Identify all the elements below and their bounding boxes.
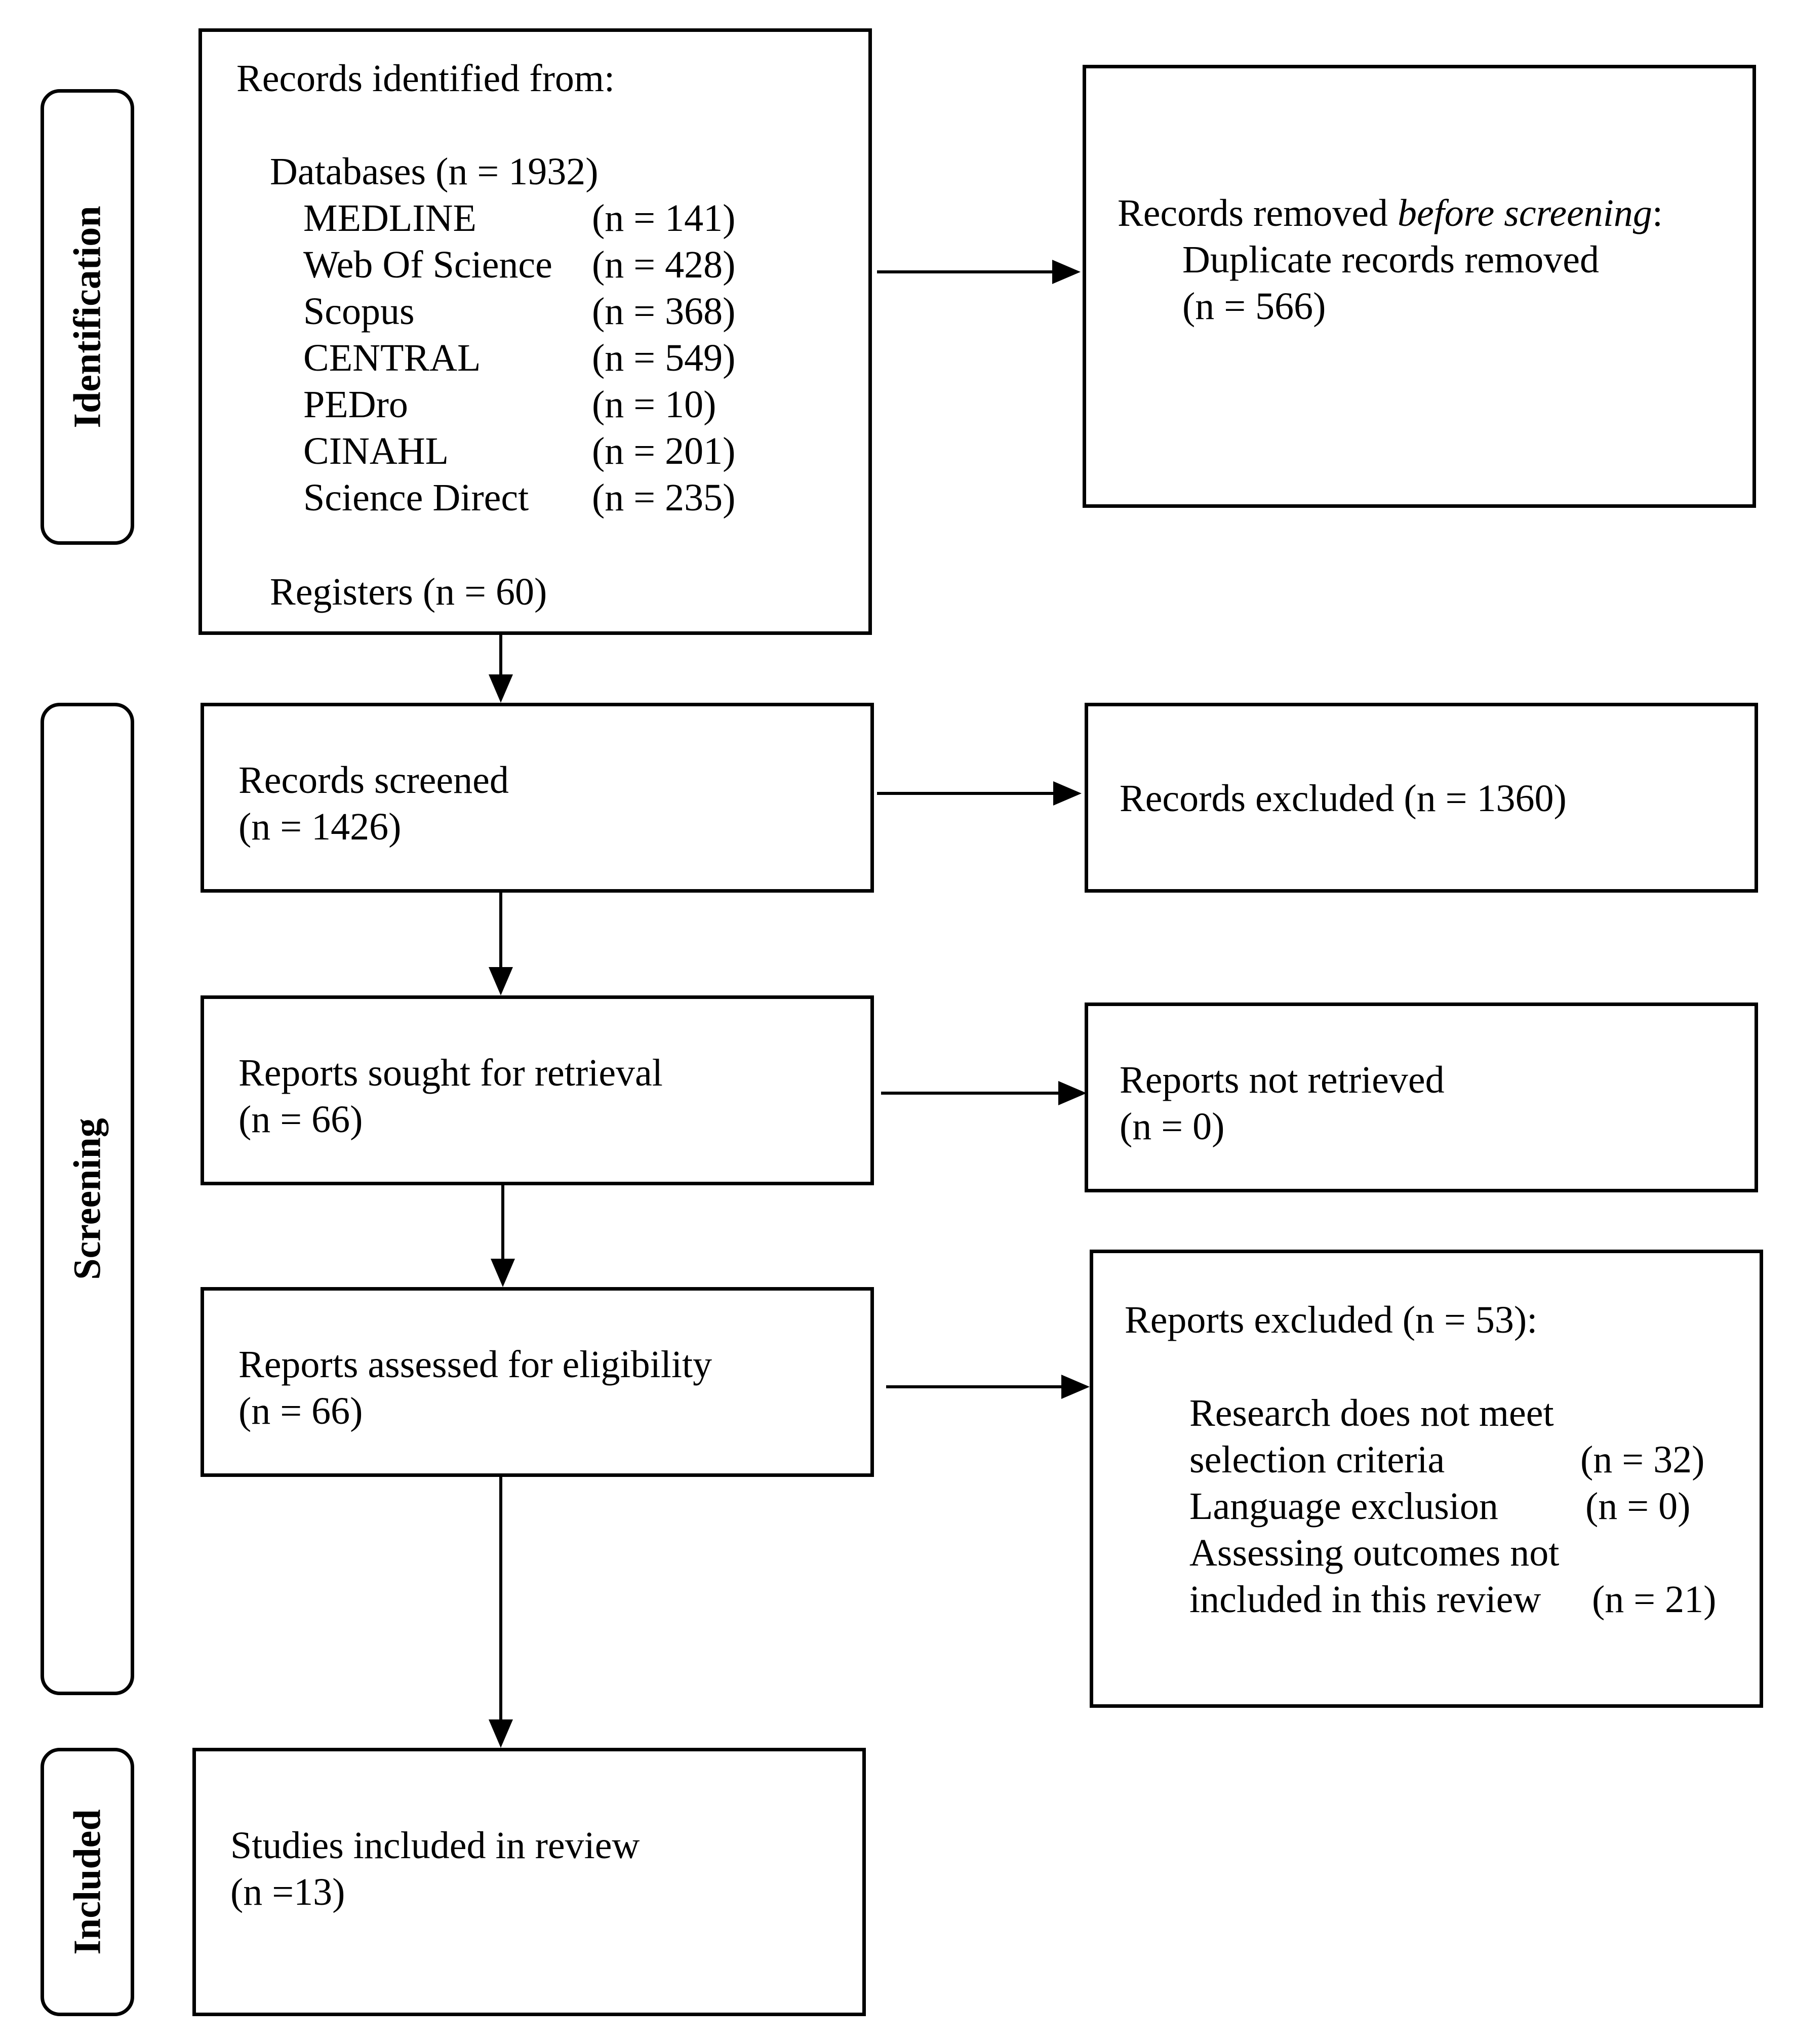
source-count: (n = 368) [592,290,736,333]
connector-line [877,270,1052,273]
studies-included-label: Studies included in review [230,1824,640,1867]
connector-line [499,1477,502,1719]
connector-line [886,1385,1061,1388]
reports-sought-count: (n = 66) [238,1098,363,1141]
arrowhead-down [491,1259,515,1287]
phase-included-label: Included [66,1809,108,1955]
phase-screening: Screening [41,703,134,1695]
arrowhead-right [1061,1375,1090,1399]
records-screened-label: Records screened [238,759,509,801]
arrowhead-down [489,967,513,995]
phase-identification-label: Identification [66,206,108,428]
reports-assessed-count: (n = 66) [238,1390,363,1432]
source-name: CINAHL [303,430,449,472]
connector-line [881,1092,1058,1095]
connector-line [501,1185,504,1259]
records-identified-heading: Records identified from: [236,57,615,100]
connector-line [499,893,502,967]
reports-excluded-box: Reports excluded (n = 53): Research does… [1090,1250,1763,1708]
source-name: MEDLINE [303,197,476,239]
phase-screening-label: Screening [66,1118,108,1280]
exclusion-reason: selection criteria [1189,1438,1445,1481]
arrowhead-right [1058,1081,1087,1105]
source-count: (n = 141) [592,197,736,239]
source-count: (n = 549) [592,337,736,379]
connector-line [877,792,1053,795]
records-identified-box: Records identified from: Databases (n = … [198,28,872,635]
reports-assessed-label: Reports assessed for eligibility [238,1343,712,1386]
duplicates-removed-count: (n = 566) [1182,285,1326,328]
reports-excluded-heading: Reports excluded (n = 53): [1125,1299,1538,1341]
source-count: (n = 201) [592,430,736,472]
arrowhead-down [489,1719,513,1748]
records-excluded-label: Records excluded (n = 1360) [1120,777,1567,820]
source-name: Web Of Science [303,244,552,286]
source-name: Science Direct [303,476,529,519]
records-excluded-box: Records excluded (n = 1360) [1085,703,1758,893]
arrowhead-down [489,674,513,703]
source-count: (n = 235) [592,476,736,519]
source-count: (n = 10) [592,383,716,426]
exclusion-count: (n = 21) [1592,1578,1717,1621]
exclusion-reason: included in this review [1189,1578,1541,1621]
reports-not-retrieved-count: (n = 0) [1120,1105,1225,1148]
records-removed-box: Records removed before screening: Duplic… [1083,65,1756,508]
exclusion-count: (n = 0) [1585,1485,1691,1528]
source-name: Scopus [303,290,415,333]
records-screened-box: Records screened (n = 1426) [201,703,874,893]
source-name: CENTRAL [303,337,481,379]
arrowhead-right [1052,260,1081,284]
source-count: (n = 428) [592,244,736,286]
exclusion-count: (n = 32) [1580,1438,1705,1481]
reports-sought-box: Reports sought for retrieval (n = 66) [201,995,874,1185]
studies-included-box: Studies included in review (n =13) [192,1748,866,2016]
reports-assessed-box: Reports assessed for eligibility (n = 66… [201,1287,874,1477]
exclusion-reason: Assessing outcomes not [1189,1532,1560,1574]
reports-not-retrieved-box: Reports not retrieved (n = 0) [1085,1003,1758,1192]
exclusion-reason: Research does not meet [1189,1392,1554,1434]
phase-identification: Identification [41,89,134,545]
connector-line [499,635,502,674]
duplicates-removed-label: Duplicate records removed [1182,238,1599,281]
records-removed-heading: Records removed before screening: [1118,192,1663,234]
reports-not-retrieved-label: Reports not retrieved [1120,1059,1445,1101]
records-screened-count: (n = 1426) [238,806,402,848]
exclusion-reason: Language exclusion [1189,1485,1498,1528]
registers-total: Registers (n = 60) [270,571,547,613]
phase-included: Included [41,1748,134,2016]
reports-sought-label: Reports sought for retrieval [238,1052,663,1094]
databases-total: Databases (n = 1932) [270,150,599,193]
arrowhead-right [1053,781,1082,806]
source-name: PEDro [303,383,408,426]
studies-included-count: (n =13) [230,1871,345,1913]
